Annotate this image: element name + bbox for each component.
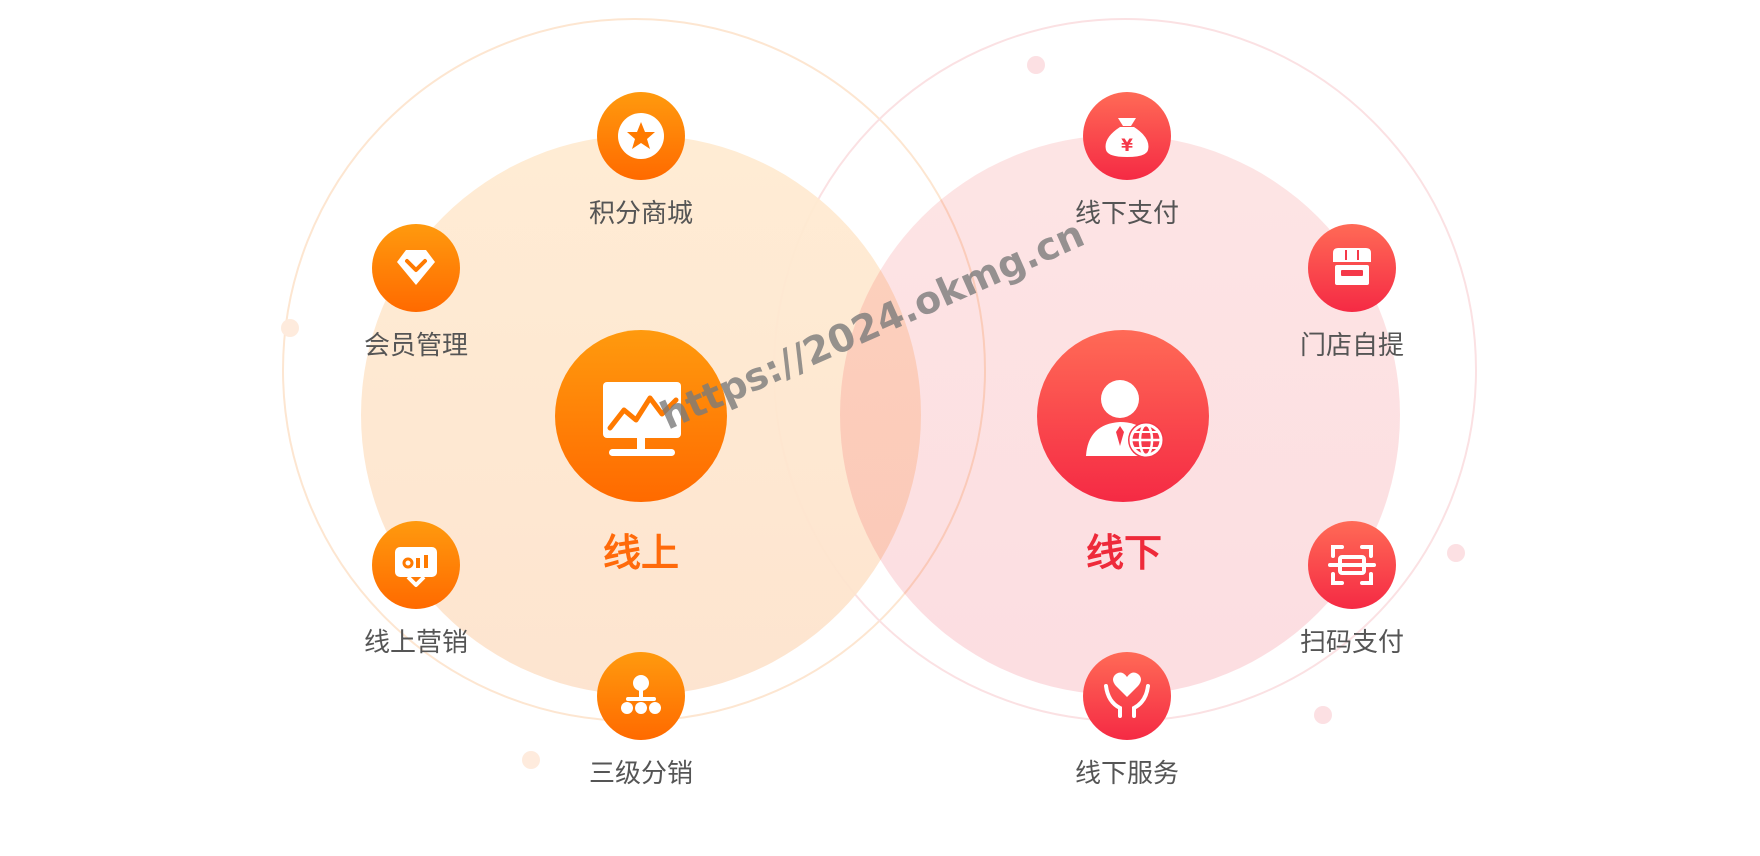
online-title: 线上 bbox=[603, 531, 679, 575]
ring-dot bbox=[1447, 544, 1465, 562]
star-coin-icon bbox=[618, 113, 664, 159]
online-item-label: 三级分销 bbox=[589, 759, 693, 789]
money-bag-icon: ¥ bbox=[1105, 118, 1149, 157]
offline-item-offline-payment[interactable]: ¥ 线下支付 bbox=[1075, 92, 1179, 229]
online-item-three-level-distribution[interactable]: 三级分销 bbox=[589, 652, 693, 789]
offline-item-label: 门店自提 bbox=[1300, 331, 1404, 361]
online-item-label: 线上营销 bbox=[364, 628, 468, 658]
offline-item-store-pickup[interactable]: 门店自提 bbox=[1300, 224, 1404, 361]
online-item-label: 积分商城 bbox=[589, 199, 693, 229]
online-item-points-mall[interactable]: 积分商城 bbox=[589, 92, 693, 229]
offline-item-label: 线下支付 bbox=[1075, 199, 1179, 229]
hierarchy-icon bbox=[621, 675, 661, 714]
offline-title: 线下 bbox=[1086, 531, 1162, 575]
ring-dot bbox=[1314, 706, 1332, 724]
diamond-icon bbox=[397, 250, 435, 285]
offline-item-scan-payment[interactable]: 扫码支付 bbox=[1300, 521, 1404, 658]
online-item-member-management[interactable]: 会员管理 bbox=[364, 224, 468, 361]
online-item-label: 会员管理 bbox=[364, 331, 468, 361]
presentation-chart-icon bbox=[395, 547, 437, 587]
ring-dot bbox=[1027, 56, 1045, 74]
hand-heart-icon bbox=[1104, 672, 1150, 718]
offline-item-label: 线下服务 bbox=[1075, 759, 1179, 789]
scan-icon bbox=[1328, 545, 1376, 585]
user-globe-icon bbox=[1086, 380, 1164, 458]
online-item-online-marketing[interactable]: 线上营销 bbox=[364, 521, 468, 658]
monitor-chart-icon bbox=[603, 382, 681, 456]
offline-item-label: 扫码支付 bbox=[1300, 628, 1404, 658]
offline-item-offline-service[interactable]: 线下服务 bbox=[1075, 652, 1179, 789]
ring-dot bbox=[522, 751, 540, 769]
ring-dot bbox=[281, 319, 299, 337]
storefront-icon bbox=[1333, 248, 1371, 285]
svg-text:¥: ¥ bbox=[1121, 136, 1133, 156]
